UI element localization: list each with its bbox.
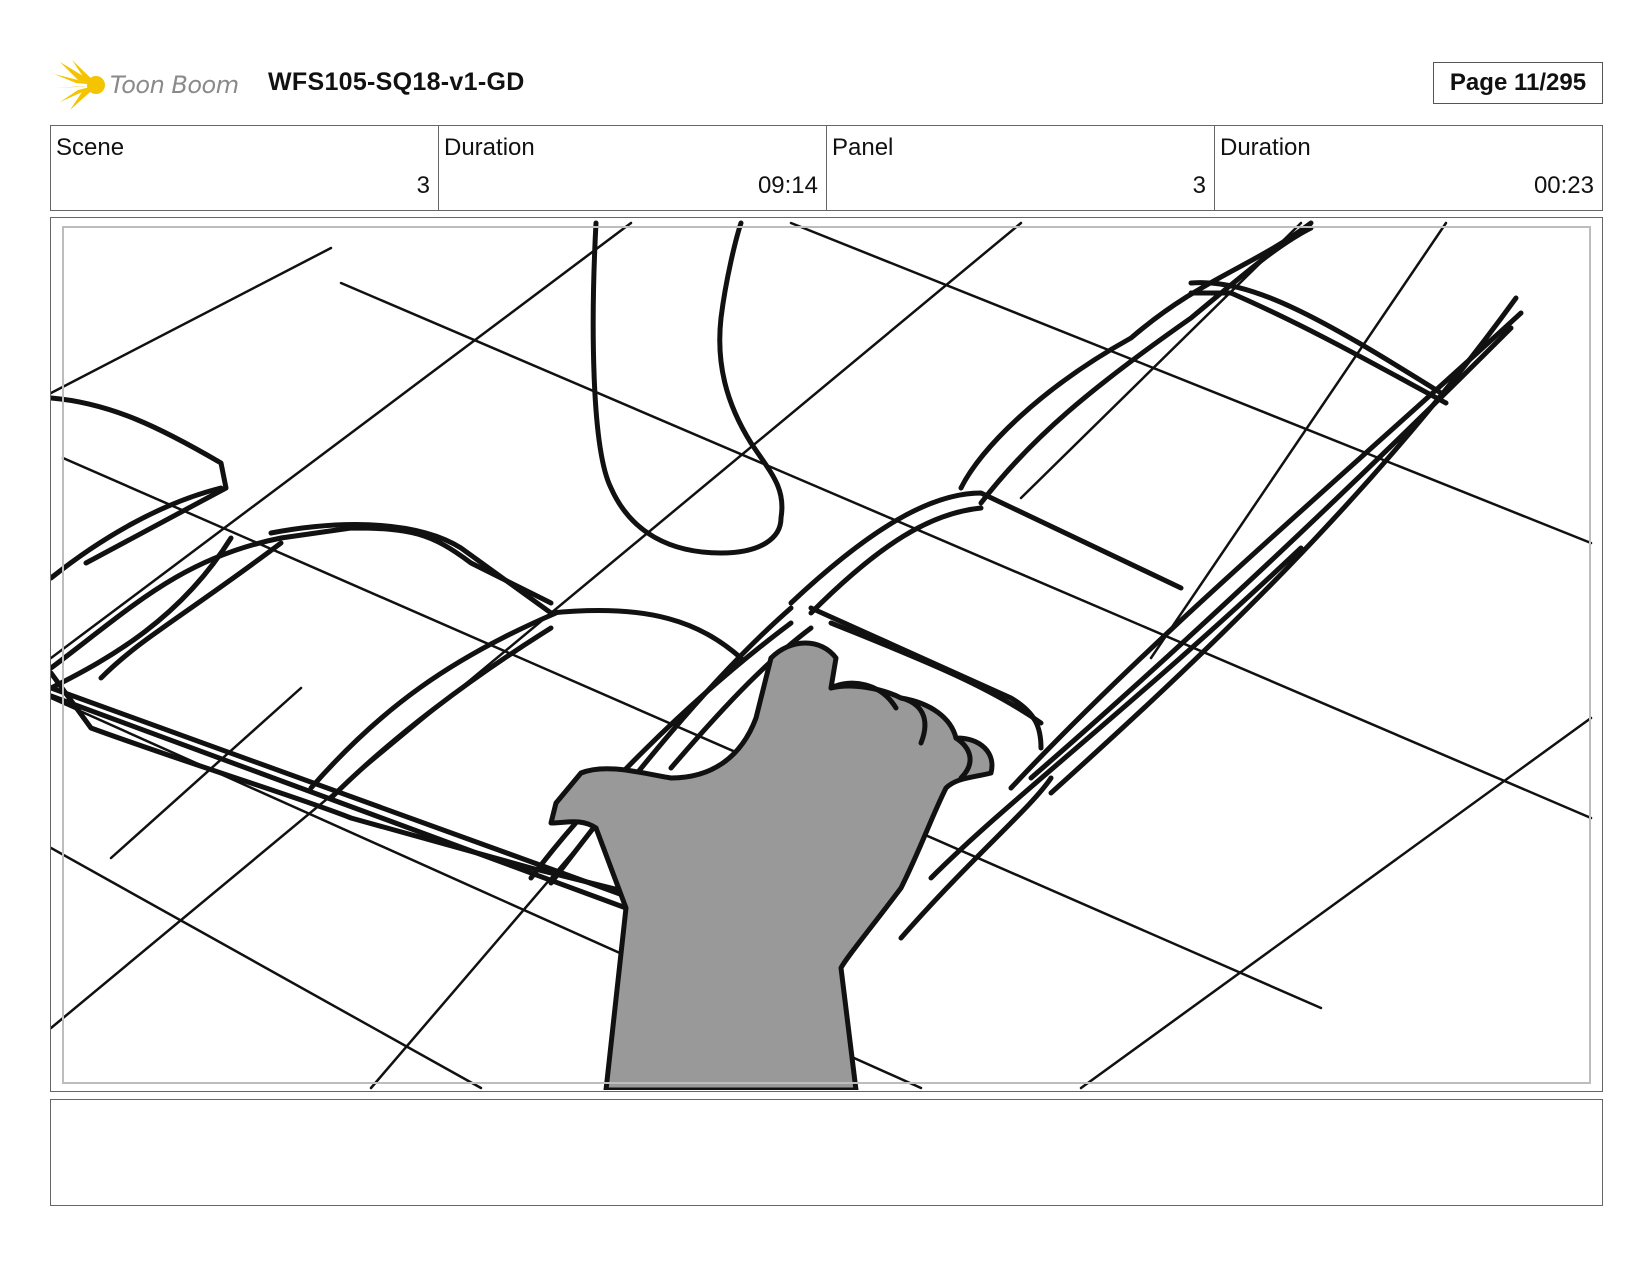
scene-label: Scene (56, 134, 125, 161)
panel-duration-cell: Duration 00:23 (1215, 126, 1602, 210)
panel-label: Panel (832, 134, 894, 161)
panel-duration-label: Duration (1220, 134, 1311, 161)
panel-notes-area (50, 1099, 1603, 1206)
scene-value: 3 (416, 172, 430, 199)
document-title: WFS105-SQ18-v1-GD (268, 68, 525, 96)
panel-cell: Panel 3 (827, 126, 1215, 210)
brand-name: Toon Boom (110, 71, 239, 99)
scene-duration-cell: Duration 09:14 (439, 126, 827, 210)
hanging-strap (590, 220, 785, 556)
scene-info-table: Scene 3 Duration 09:14 Panel 3 Duration … (50, 125, 1603, 211)
scene-duration-label: Duration (444, 134, 535, 161)
floor-grid-lines (51, 221, 1593, 1090)
page-label: Page (1449, 69, 1508, 96)
page-indicator: Page 11/295 (1433, 62, 1603, 104)
grabbing-hand (548, 640, 995, 1090)
panel-drawing (51, 220, 1593, 1090)
panel-value: 3 (1192, 172, 1206, 199)
scene-duration-value: 09:14 (757, 172, 818, 199)
panel-duration-value: 00:23 (1533, 172, 1594, 199)
page-number: 11/295 (1513, 69, 1587, 96)
scene-cell: Scene 3 (51, 126, 439, 210)
starburst-logo-icon (54, 60, 105, 110)
storyboard-panel (50, 217, 1603, 1092)
toon-boom-logo: Toon Boom (54, 58, 254, 112)
